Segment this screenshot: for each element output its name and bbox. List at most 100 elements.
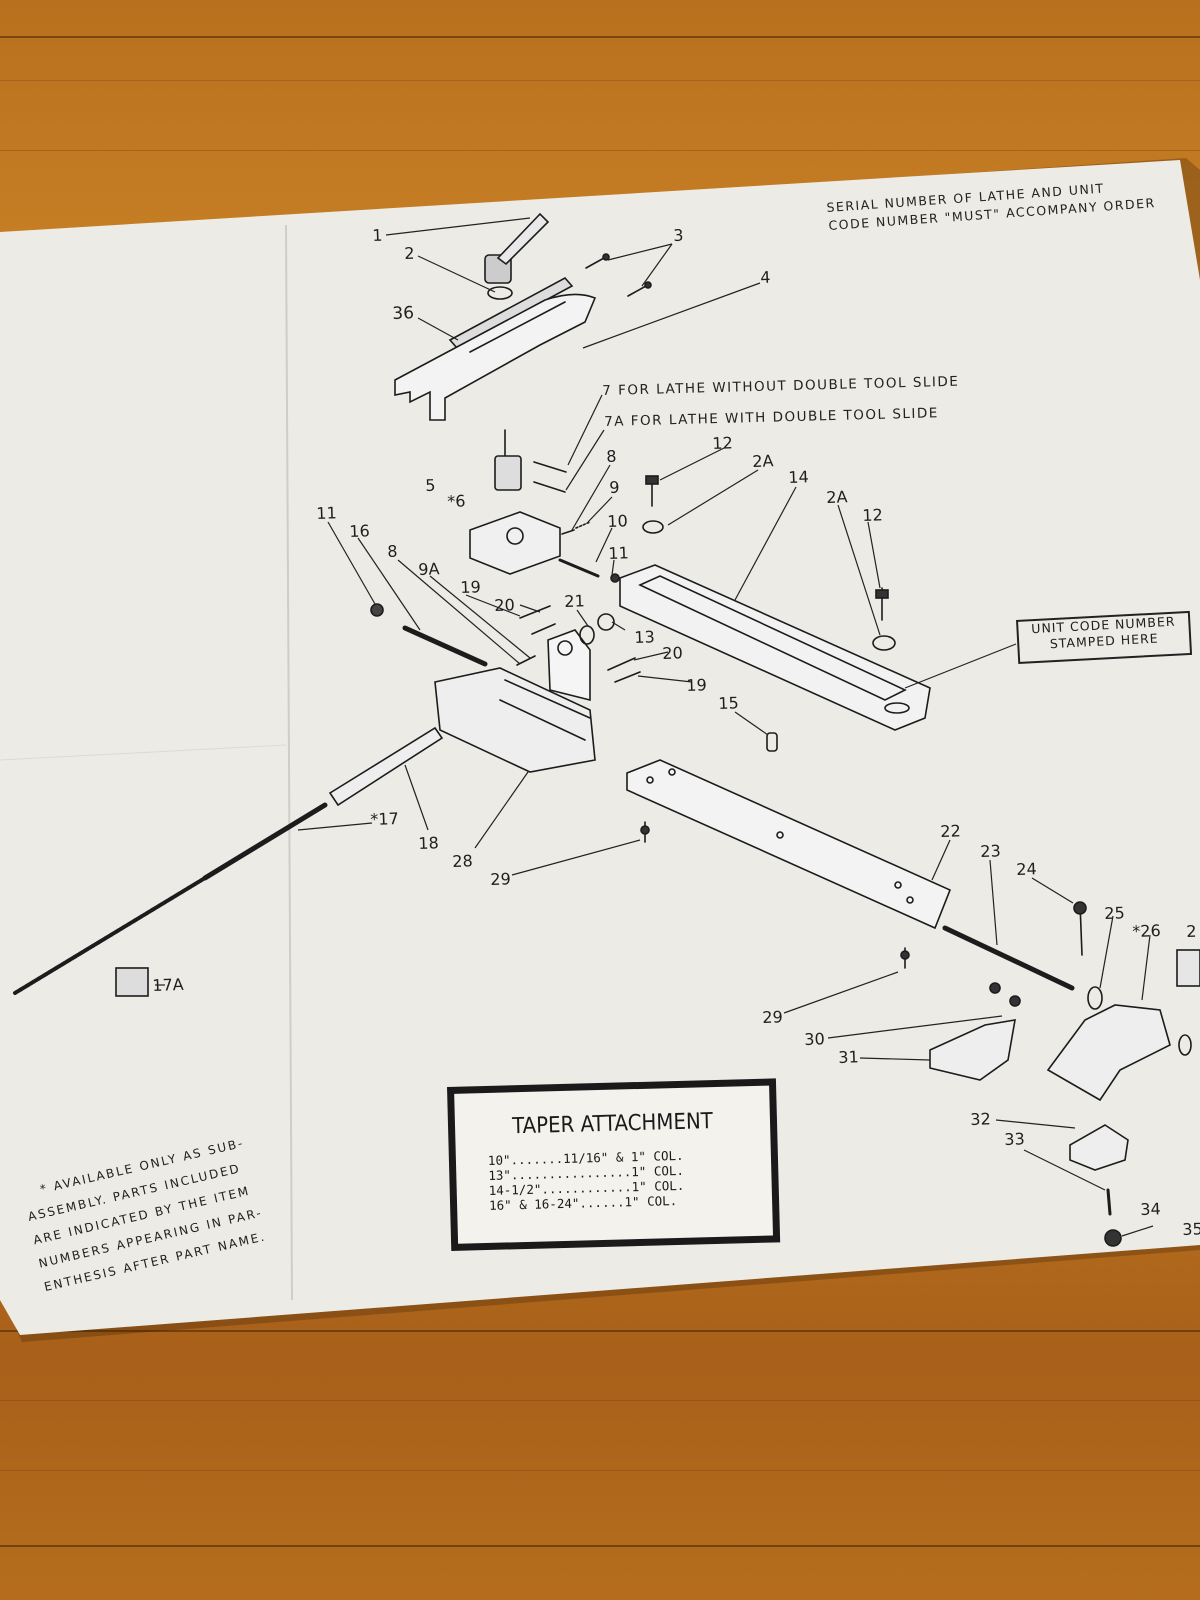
callout-label: 30	[804, 1029, 826, 1049]
callout-label: 2A	[826, 487, 848, 507]
bolt-part-12-right	[875, 587, 889, 621]
callout-label: 1	[372, 225, 383, 245]
block-part-17a	[115, 967, 149, 997]
shaft-part-17	[202, 802, 328, 881]
callout-label: 29	[762, 1007, 784, 1027]
callout-label: 2	[1186, 921, 1197, 941]
callout-label: 23	[980, 841, 1002, 861]
callout-label: *26	[1132, 921, 1162, 941]
pin-part-33	[1106, 1188, 1112, 1216]
threaded-rod-part-17	[13, 876, 207, 995]
washer-part-25	[1087, 986, 1103, 1010]
spring-part-9	[575, 521, 591, 529]
callout-label: 24	[1016, 859, 1038, 879]
rod-part-23	[942, 925, 1075, 991]
callout-label: 11	[608, 543, 630, 563]
block-part-6	[469, 511, 561, 575]
callout-label: 8	[606, 446, 617, 466]
block-part-32	[1069, 1124, 1129, 1171]
callout-label: 32	[970, 1109, 992, 1129]
rod-part-10	[558, 558, 600, 578]
pin-part-19-right	[614, 671, 641, 683]
nut-part-13	[597, 613, 615, 631]
wood-grain	[0, 1400, 1200, 1401]
screw-part-29	[640, 821, 650, 843]
taper-attachment-title-box: TAPER ATTACHMENT 10".......11/16" & 1" C…	[447, 1078, 781, 1251]
callout-label: 31	[838, 1047, 860, 1067]
callout-label: 10	[607, 511, 629, 531]
callout-label: 14	[788, 467, 810, 487]
callout-label: 18	[418, 833, 440, 853]
pin-part-7a	[533, 481, 566, 493]
callout-label: 12	[862, 505, 884, 525]
wood-grain	[0, 1470, 1200, 1471]
callout-label: 13	[634, 627, 656, 647]
nut-part-34	[1104, 1229, 1122, 1247]
paper-fold	[0, 744, 287, 761]
screw-part-30b	[1009, 995, 1021, 1007]
pin-part-7	[533, 461, 567, 473]
slide-bar-part-14	[619, 564, 931, 731]
callout-label: 19	[686, 675, 708, 695]
callout-label: 20	[494, 595, 516, 615]
paper-fold	[285, 224, 293, 1301]
pin-part-20-right	[607, 657, 636, 671]
callout-label: 4	[760, 267, 771, 287]
bracket-part-26	[1046, 1004, 1171, 1102]
paper	[0, 160, 1200, 1335]
screw-part-11	[610, 573, 620, 583]
callout-label: 9	[609, 477, 620, 497]
screw-part-30	[989, 982, 1001, 994]
callout-label: 33	[1004, 1129, 1026, 1149]
gib-part-36	[448, 276, 574, 350]
wood-grain	[0, 80, 1200, 81]
stud-part-5	[494, 429, 522, 491]
callout-label: *17	[370, 809, 400, 829]
wood-grain	[0, 150, 1200, 151]
screws-part-3	[585, 253, 652, 297]
pin-part-19	[519, 605, 551, 619]
key-part-16	[402, 625, 488, 667]
callout-label: 5	[425, 475, 436, 495]
callout-label: 28	[452, 851, 474, 871]
washer-right	[1178, 1034, 1192, 1056]
unit-code-box: UNIT CODE NUMBER STAMPED HERE	[1016, 610, 1193, 664]
pin-part-8	[561, 529, 575, 535]
callout-label: 12	[712, 433, 734, 453]
pin-part-20	[531, 623, 556, 635]
washer-part-2a	[642, 520, 664, 534]
callout-label: 22	[940, 821, 962, 841]
screw-part-11-left	[370, 603, 384, 617]
callout-label: 17A	[152, 974, 184, 995]
callout-label: 3	[673, 225, 684, 245]
callout-label: 35	[1182, 1219, 1200, 1239]
page-title: TAPER ATTACHMENT	[511, 1109, 714, 1140]
bracket-part-4	[394, 293, 597, 421]
washer-part-2	[487, 286, 513, 300]
callout-label: 2	[404, 243, 415, 263]
block-part-2-right	[1176, 949, 1200, 987]
washer-part-2a-right	[872, 635, 896, 651]
pin-part-15	[766, 732, 778, 752]
wood-seam	[0, 1545, 1200, 1547]
callout-label: 9A	[418, 559, 440, 579]
callout-label: 36	[392, 303, 415, 324]
callout-label: 2A	[752, 451, 774, 471]
bolt-part-24	[1073, 901, 1087, 956]
callout-label: 34	[1140, 1199, 1162, 1219]
handle-part-1	[484, 212, 550, 284]
callout-label: 25	[1104, 903, 1126, 923]
callout-label: *6	[447, 491, 466, 511]
callout-label: 20	[662, 643, 684, 663]
callout-label: 19	[460, 577, 482, 597]
bolt-part-12	[645, 475, 659, 507]
washer-part-21	[579, 625, 595, 645]
callout-label: 8	[387, 541, 398, 561]
sleeve-part-18	[328, 726, 444, 807]
callout-label: 29	[490, 869, 512, 889]
main-body-part-28	[434, 629, 596, 773]
wood-seam	[0, 36, 1200, 38]
plate-part-22	[626, 759, 952, 930]
callout-label: 16	[349, 521, 371, 541]
callout-label: 15	[718, 693, 740, 713]
